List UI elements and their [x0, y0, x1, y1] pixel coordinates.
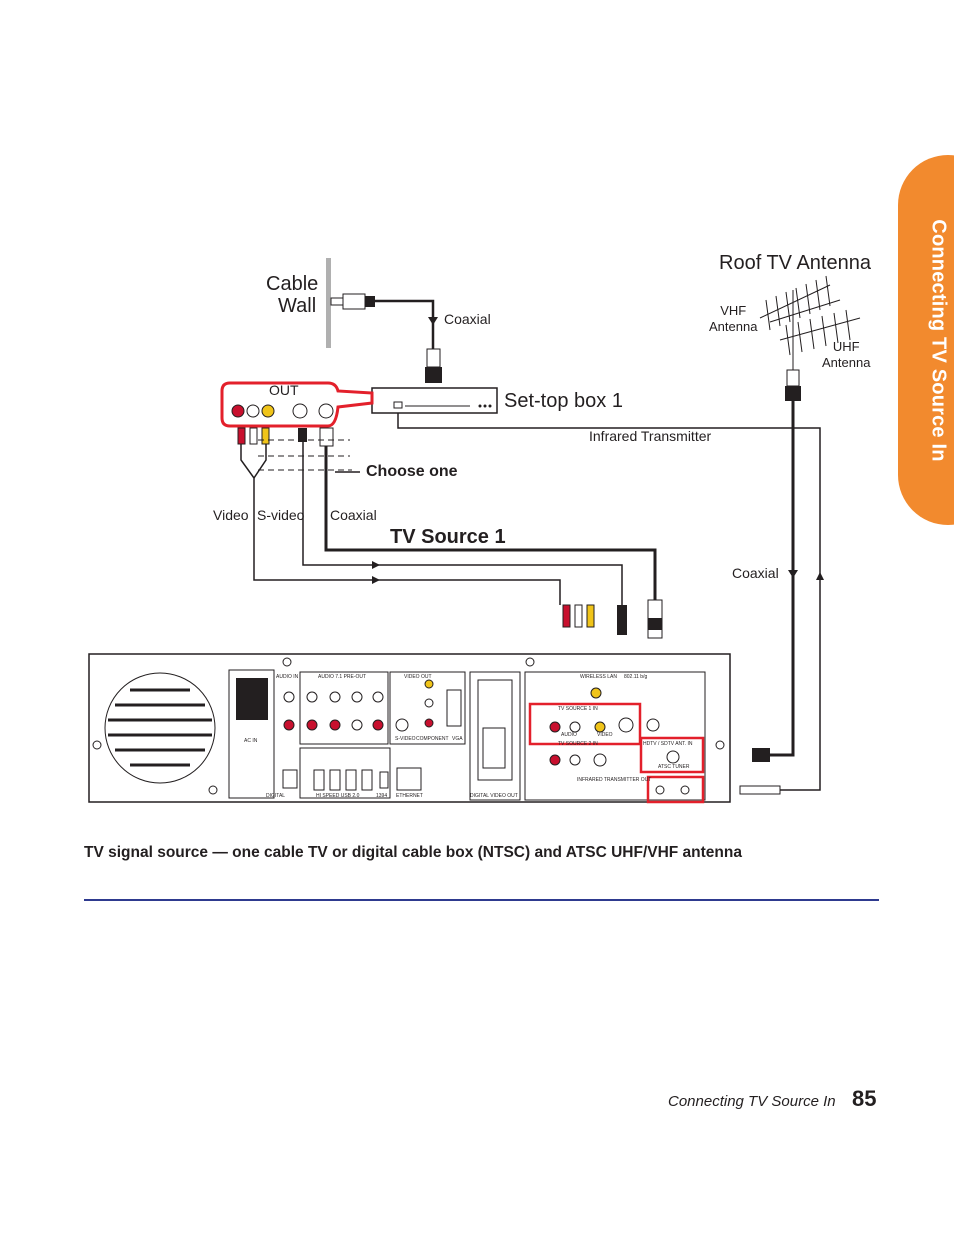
rca-plugs [237, 427, 334, 447]
video-label: Video [213, 507, 249, 523]
coaxial-left-label: Coaxial [330, 507, 377, 523]
pc-back-panel [88, 653, 731, 804]
vhf-line1: VHF [720, 303, 747, 318]
panel-ir-out: INFRARED TRANSMITTER OUT [577, 777, 651, 783]
cable-wall-label: Cable Wall [266, 273, 318, 317]
cable-wall-line2: Wall [278, 295, 317, 317]
settop-coax-connector [425, 348, 442, 383]
coaxial-right-label: Coaxial [732, 565, 779, 581]
cable-wall-line1: Cable [266, 273, 319, 295]
choose-one-label: Choose one [366, 463, 458, 480]
panel-hdtv: HDTV / SDTV ANT. IN [643, 741, 693, 747]
panel-component: COMPONENT [416, 736, 449, 742]
page-number: 85 [852, 1086, 877, 1111]
uhf-antenna-label: UHF Antenna [822, 339, 870, 371]
figure-caption: TV signal source — one cable TV or digit… [84, 844, 742, 861]
uhf-line1: UHF [832, 339, 860, 354]
panel-audio: AUDIO [561, 732, 577, 738]
footer-section-title: Connecting TV Source In [668, 1093, 836, 1110]
panel-ac-in: AC IN [244, 738, 258, 744]
panel-dvi: DIGITAL VIDEO OUT [470, 793, 518, 799]
panel-atsc: ATSC TUNER [658, 764, 690, 770]
panel-1394: 1394 [376, 793, 387, 799]
tv-source-label: TV Source 1 [390, 526, 506, 548]
panel-wireless-lan: WIRELESS LAN [580, 674, 617, 680]
horizontal-rule [84, 899, 879, 901]
panel-vga: VGA [452, 736, 463, 742]
roof-antenna-label: Roof TV Antenna [719, 252, 871, 274]
arrow-down [428, 317, 438, 325]
panel-ethernet: ETHERNET [396, 793, 423, 799]
panel-tv-source-2: TV SOURCE 2 IN [558, 741, 598, 747]
panel-audio-in: AUDIO IN [276, 674, 299, 680]
vhf-antenna-label: VHF Antenna [709, 303, 757, 335]
panel-video-out: VIDEO OUT [404, 674, 432, 680]
vhf-line2: Antenna [709, 319, 758, 334]
antenna-connector [785, 369, 801, 401]
panel-digital: DIGITAL [266, 793, 285, 799]
coax-cable-wall [375, 299, 435, 349]
set-top-box-label: Set-top box 1 [504, 390, 623, 412]
coax-cable-settop [324, 446, 657, 600]
ir-cable [397, 413, 821, 791]
section-side-tab [898, 155, 954, 525]
svideo-cable [302, 442, 380, 566]
infrared-transmitter-label: Infrared Transmitter [589, 428, 712, 444]
svideo-label: S-video [257, 507, 305, 523]
panel-audio-71: AUDIO 7.1 PRE-OUT [318, 674, 366, 680]
coaxial-top-label: Coaxial [444, 311, 491, 327]
out-label: OUT [269, 382, 299, 398]
panel-usb: HI SPEED USB 2.0 [316, 793, 360, 799]
wall-coax-connector [330, 293, 375, 310]
antenna-cable [770, 401, 795, 757]
set-top-box [371, 387, 498, 414]
cable-wall [326, 258, 331, 348]
out-panel [220, 381, 374, 428]
panel-tv-source-1: TV SOURCE 1 IN [558, 706, 598, 712]
panel-plugs [562, 599, 663, 639]
roof-antenna-icon [759, 275, 861, 370]
panel-wifi: 802.11 b/g [624, 674, 647, 680]
panel-svideo: S-VIDEO [395, 736, 416, 742]
panel-video: VIDEO [597, 732, 613, 738]
uhf-line2: Antenna [822, 355, 871, 370]
